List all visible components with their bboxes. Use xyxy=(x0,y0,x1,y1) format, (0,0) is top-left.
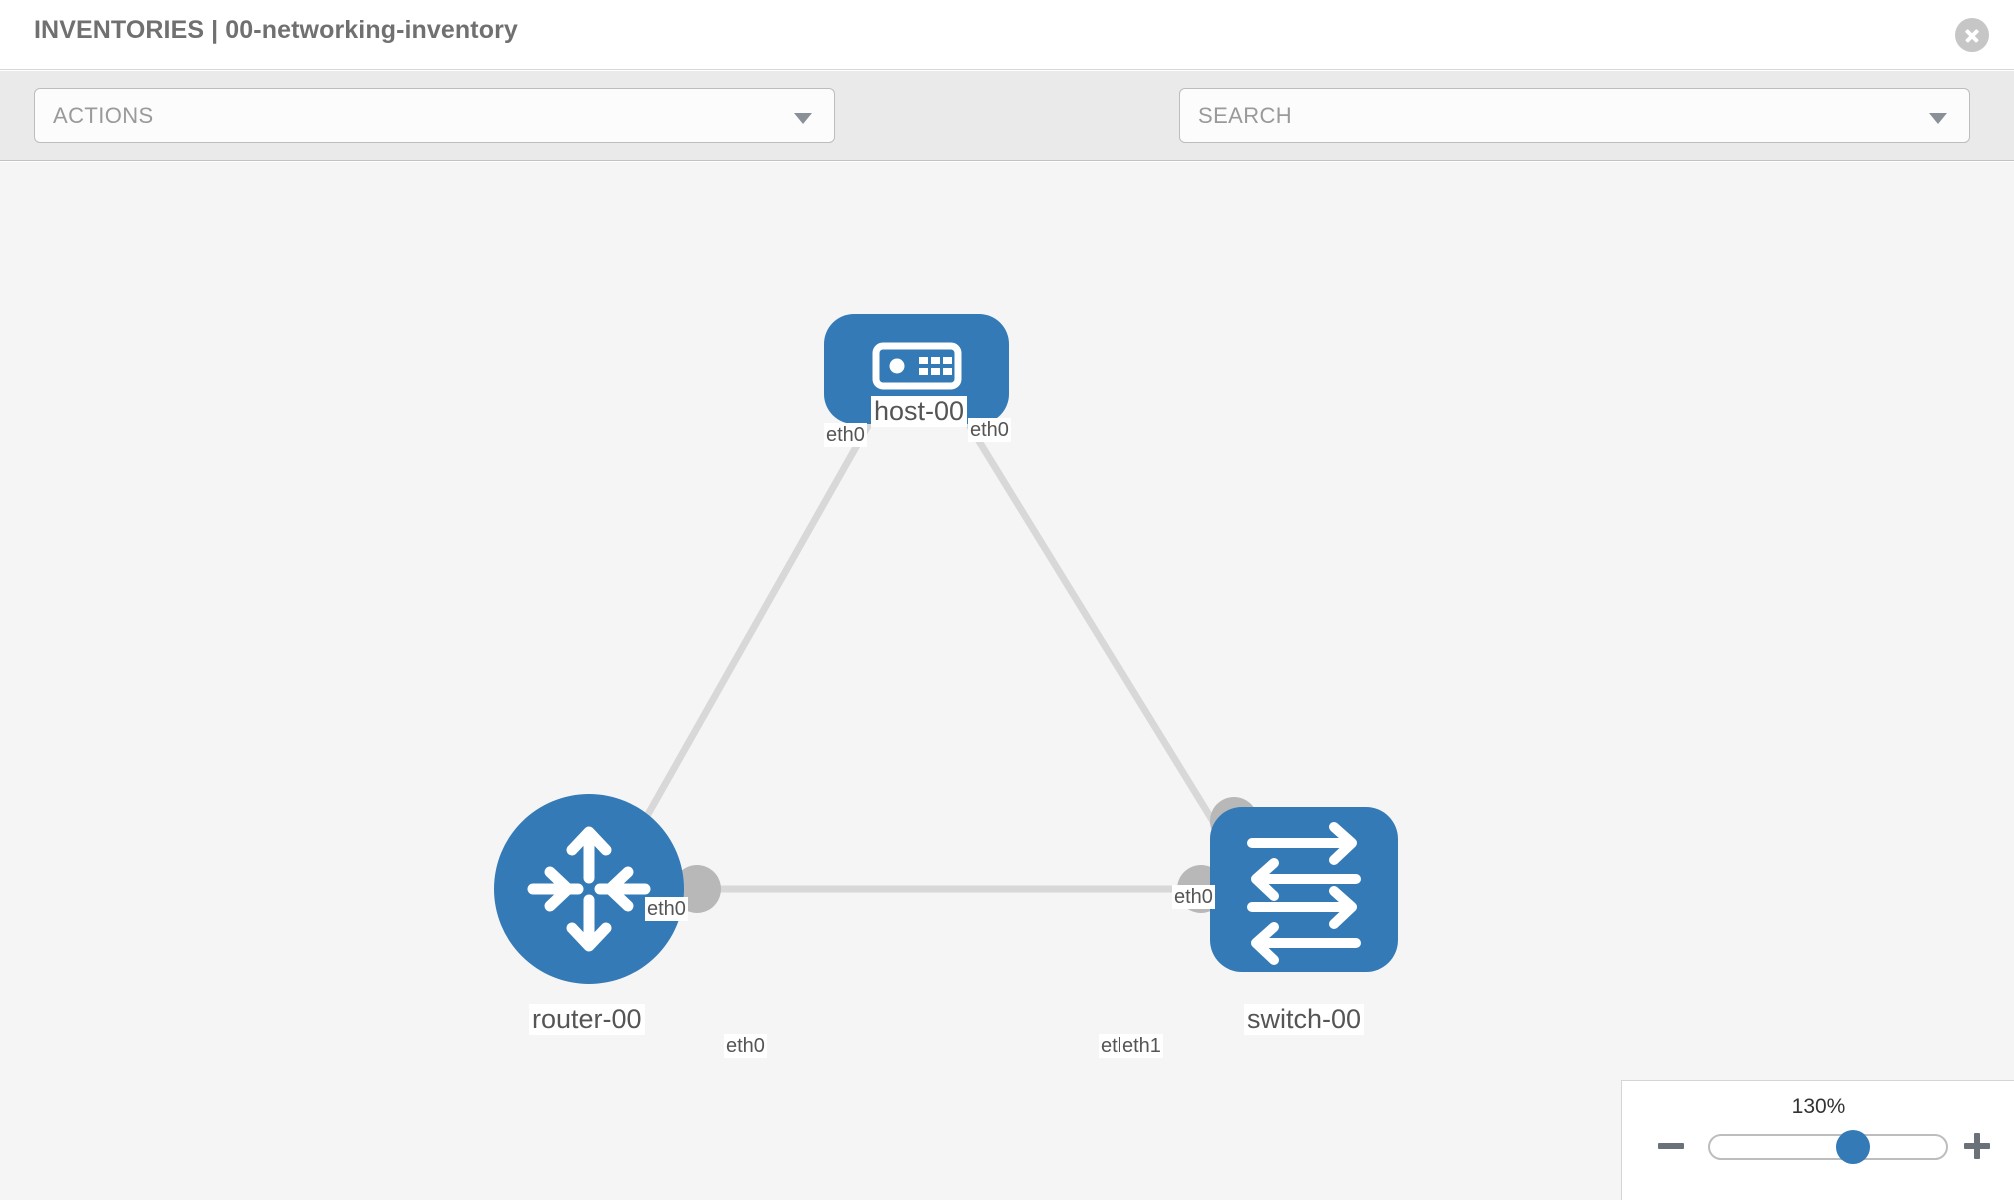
actions-dropdown-label: ACTIONS xyxy=(53,103,154,128)
close-icon[interactable] xyxy=(1955,18,1989,52)
port-label-router-up: eth0 xyxy=(645,897,688,921)
port-label-switch-left-a: etl xyxy=(1099,1034,1125,1058)
minus-icon[interactable] xyxy=(1656,1129,1690,1163)
node-label-router: router-00 xyxy=(529,1004,645,1035)
node-router-00 xyxy=(494,794,684,984)
port-label-switch-up: eth0 xyxy=(1172,885,1215,909)
chevron-down-icon xyxy=(1929,113,1947,124)
node-label-host: host-00 xyxy=(871,396,968,427)
link-host-switch xyxy=(947,392,1241,864)
port-layer xyxy=(673,348,1258,913)
port-label-switch-left-b: eth1 xyxy=(1120,1034,1163,1058)
server-icon xyxy=(872,342,962,390)
port-label-host-right: eth0 xyxy=(968,418,1011,442)
zoom-slider-track[interactable] xyxy=(1708,1134,1948,1160)
port-label-host-left: eth0 xyxy=(824,423,867,447)
switch-arrows-icon xyxy=(1247,822,1361,965)
node-label-switch: switch-00 xyxy=(1244,1004,1365,1035)
zoom-control-panel: 130% xyxy=(1621,1080,2014,1200)
zoom-level-value: 130% xyxy=(1791,1095,1846,1118)
plus-icon[interactable] xyxy=(1962,1129,1996,1163)
port-label-router-right: eth0 xyxy=(724,1034,767,1058)
zoom-slider-thumb[interactable] xyxy=(1835,1130,1870,1164)
search-placeholder: SEARCH xyxy=(1198,103,1293,128)
topology-canvas[interactable]: host-00 eth0 eth0 router-00 eth0 eth0 sw… xyxy=(0,162,2014,1200)
node-switch-00 xyxy=(1210,807,1398,972)
page-header: INVENTORIES | 00-networking-inventory xyxy=(0,0,2014,70)
link-host-router xyxy=(617,392,890,864)
page-title: INVENTORIES | 00-networking-inventory xyxy=(34,16,518,44)
actions-dropdown[interactable]: ACTIONS xyxy=(34,88,835,143)
search-input[interactable]: SEARCH xyxy=(1179,88,1970,143)
toolbar: ACTIONS SEARCH xyxy=(0,71,2014,203)
chevron-down-icon xyxy=(794,113,812,124)
topology-graph xyxy=(494,314,1398,984)
router-arrows-icon xyxy=(527,826,651,952)
link-layer xyxy=(617,392,1241,893)
